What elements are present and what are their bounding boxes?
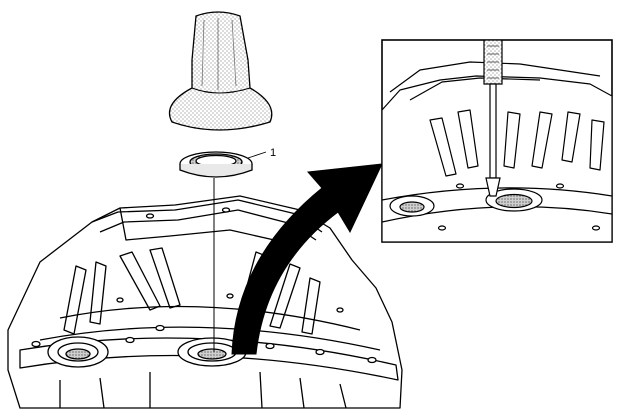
- screwdriver-icon: [483, 40, 503, 197]
- inset-detail-view: [381, 39, 613, 243]
- callout-leader: [247, 151, 267, 159]
- transmission-case: [7, 195, 403, 409]
- axle-seal: [179, 151, 253, 178]
- seal-installer-tool: [168, 11, 273, 131]
- callout-label-1: 1: [270, 147, 276, 159]
